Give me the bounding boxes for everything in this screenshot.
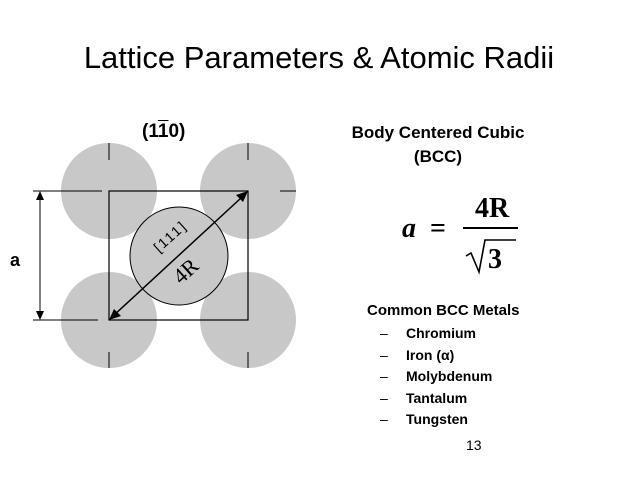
miller-plane-label: (110) bbox=[142, 121, 185, 143]
plane-bar-digit: 1 bbox=[157, 121, 169, 142]
diagonal-arrow-head-top bbox=[236, 191, 248, 202]
common-metals-list: Chromium Iron (α) Molybdenum Tantalum Tu… bbox=[380, 323, 492, 431]
edge-arrow-down bbox=[36, 311, 44, 320]
common-metals-title: Common BCC Metals bbox=[367, 302, 520, 319]
body-diagonal-line bbox=[112, 197, 242, 317]
diagonal-arrow-head-bottom bbox=[109, 309, 121, 320]
formula-denominator: 3 bbox=[488, 244, 502, 275]
edge-dimension bbox=[33, 190, 102, 321]
formula-equals: = bbox=[430, 213, 446, 244]
metal-item: Molybdenum bbox=[380, 366, 492, 388]
edge-label: a bbox=[10, 250, 21, 270]
lattice-parameter-formula: a = 4R 3 bbox=[402, 193, 518, 275]
metal-item: Iron (α) bbox=[380, 345, 492, 367]
metal-item: Chromium bbox=[380, 323, 492, 345]
structure-name-line2: (BCC) bbox=[413, 147, 463, 166]
formula-numerator: 4R bbox=[475, 193, 510, 224]
structure-name: Body Centered Cubic (BCC) bbox=[318, 121, 558, 169]
edge-arrow-up bbox=[36, 191, 44, 200]
metal-item: Tungsten bbox=[380, 409, 492, 431]
formula-lhs: a bbox=[402, 213, 416, 244]
unit-cell-outline bbox=[108, 190, 249, 321]
structure-name-line1: Body Centered Cubic bbox=[351, 123, 525, 142]
radical-sign bbox=[465, 239, 516, 275]
metal-item: Tantalum bbox=[380, 388, 492, 410]
plane-prefix: (1 bbox=[142, 121, 158, 142]
plane-suffix: 0) bbox=[168, 121, 186, 142]
slide-title: Lattice Parameters & Atomic Radii bbox=[83, 40, 555, 75]
page-number: 13 bbox=[466, 437, 482, 453]
